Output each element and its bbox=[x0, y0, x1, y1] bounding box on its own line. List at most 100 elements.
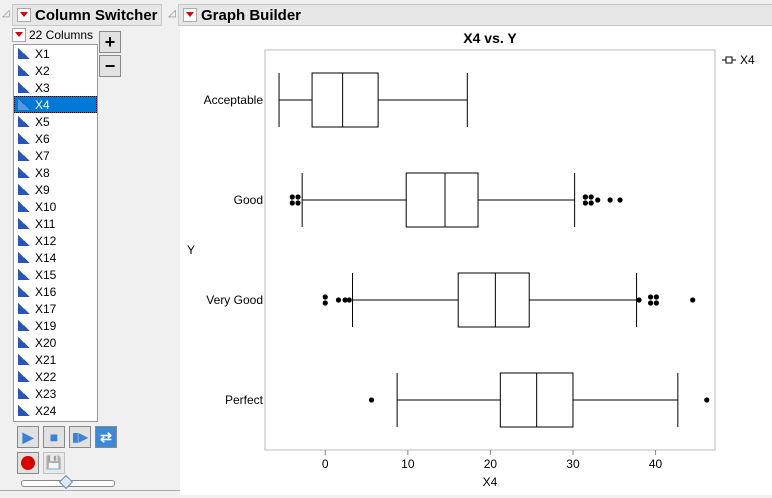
column-item-x3[interactable]: X3 bbox=[14, 79, 97, 96]
x-tick-label: 20 bbox=[484, 457, 498, 471]
graph-builder-header: Graph Builder bbox=[178, 4, 772, 26]
red-triangle-menu-icon[interactable] bbox=[17, 8, 31, 22]
chart-title: X4 vs. Y bbox=[463, 30, 517, 46]
outlier-point bbox=[704, 397, 710, 403]
column-item-x1[interactable]: X1 bbox=[14, 45, 97, 62]
continuous-column-icon bbox=[18, 320, 30, 331]
column-label: X9 bbox=[35, 182, 50, 197]
column-label: X15 bbox=[35, 267, 57, 282]
column-item-x15[interactable]: X15 bbox=[14, 266, 97, 283]
continuous-column-icon bbox=[18, 303, 30, 314]
outlier-point bbox=[289, 194, 295, 200]
column-switcher-title: Column Switcher bbox=[35, 6, 158, 24]
add-column-button[interactable]: + bbox=[99, 31, 121, 53]
outlier-point bbox=[295, 194, 301, 200]
outlier-point bbox=[690, 297, 696, 303]
column-item-x24[interactable]: X24 bbox=[14, 402, 97, 419]
column-label: X12 bbox=[35, 233, 57, 248]
loop-button[interactable]: ⇄ bbox=[95, 426, 117, 448]
outlier-point bbox=[647, 294, 654, 300]
column-item-x12[interactable]: X12 bbox=[14, 232, 97, 249]
continuous-column-icon bbox=[18, 388, 30, 399]
column-item-x16[interactable]: X16 bbox=[14, 283, 97, 300]
column-item-x4[interactable]: X4 bbox=[14, 96, 97, 113]
continuous-column-icon bbox=[18, 371, 30, 382]
outlier-point bbox=[322, 300, 328, 306]
outlier-point bbox=[582, 194, 588, 200]
column-item-x22[interactable]: X22 bbox=[14, 368, 97, 385]
record-button[interactable] bbox=[17, 452, 39, 474]
column-item-x19[interactable]: X19 bbox=[14, 317, 97, 334]
column-item-x5[interactable]: X5 bbox=[14, 113, 97, 130]
column-switcher-header: Column Switcher bbox=[12, 4, 162, 26]
outlier-point bbox=[368, 397, 375, 403]
column-item-x17[interactable]: X17 bbox=[14, 300, 97, 317]
play-button[interactable]: ▶ bbox=[17, 426, 39, 448]
column-item-x20[interactable]: X20 bbox=[14, 334, 97, 351]
column-item-x23[interactable]: X23 bbox=[14, 385, 97, 402]
red-triangle-menu-icon[interactable] bbox=[183, 8, 197, 22]
columns-count[interactable]: 22 Columns bbox=[12, 28, 93, 42]
y-axis-label: Y bbox=[187, 243, 195, 257]
continuous-column-icon bbox=[18, 405, 30, 416]
continuous-column-icon bbox=[18, 82, 30, 93]
outlier-point bbox=[617, 197, 623, 203]
remove-column-button[interactable]: − bbox=[99, 55, 121, 77]
continuous-column-icon bbox=[18, 99, 30, 110]
plot-frame bbox=[264, 49, 716, 451]
x-tick-label: 0 bbox=[322, 457, 329, 471]
outlier-point bbox=[647, 300, 654, 306]
column-item-x9[interactable]: X9 bbox=[14, 181, 97, 198]
column-label: X16 bbox=[35, 284, 57, 299]
column-item-x8[interactable]: X8 bbox=[14, 164, 97, 181]
stop-button[interactable]: ■ bbox=[43, 426, 65, 448]
step-button[interactable]: ▮▶ bbox=[69, 426, 91, 448]
column-label: X1 bbox=[35, 46, 50, 61]
save-button[interactable]: 💾 bbox=[43, 452, 65, 474]
graph-builder-title: Graph Builder bbox=[201, 6, 302, 24]
column-label: X20 bbox=[35, 335, 57, 350]
outlier-point bbox=[588, 200, 594, 206]
outlier-point bbox=[582, 200, 588, 206]
record-icon bbox=[21, 456, 35, 470]
column-label: X11 bbox=[35, 216, 56, 231]
outlier-point bbox=[653, 300, 659, 306]
column-label: X14 bbox=[35, 250, 57, 265]
category-label: Very Good bbox=[206, 293, 263, 307]
column-item-x21[interactable]: X21 bbox=[14, 351, 97, 368]
continuous-column-icon bbox=[18, 201, 30, 212]
continuous-column-icon bbox=[18, 184, 30, 195]
column-label: X3 bbox=[35, 80, 50, 95]
red-triangle-menu-icon[interactable] bbox=[12, 28, 26, 42]
legend-box-icon bbox=[725, 56, 733, 64]
disclosure-icon[interactable]: ◿ bbox=[2, 8, 10, 19]
continuous-column-icon bbox=[18, 65, 30, 76]
x-tick-label: 30 bbox=[566, 457, 580, 471]
column-item-x6[interactable]: X6 bbox=[14, 130, 97, 147]
box bbox=[457, 272, 530, 328]
category-label: Good bbox=[234, 193, 263, 207]
continuous-column-icon bbox=[18, 269, 30, 280]
column-item-x14[interactable]: X14 bbox=[14, 249, 97, 266]
column-label: X7 bbox=[35, 148, 50, 163]
column-item-x11[interactable]: X11 bbox=[14, 215, 97, 232]
x-tick-label: 40 bbox=[649, 457, 663, 471]
column-item-x10[interactable]: X10 bbox=[14, 198, 97, 215]
column-label: X8 bbox=[35, 165, 50, 180]
outlier-point bbox=[588, 194, 594, 200]
column-label: X4 bbox=[35, 97, 50, 112]
disclosure-icon[interactable]: ◿ bbox=[168, 8, 176, 19]
outlier-point bbox=[607, 197, 613, 203]
box bbox=[405, 172, 479, 228]
continuous-column-icon bbox=[18, 354, 30, 365]
outlier-point bbox=[295, 200, 301, 206]
column-item-x7[interactable]: X7 bbox=[14, 147, 97, 164]
column-item-x2[interactable]: X2 bbox=[14, 62, 97, 79]
continuous-column-icon bbox=[18, 337, 30, 348]
legend-label: X4 bbox=[740, 53, 755, 67]
column-label: X19 bbox=[35, 318, 57, 333]
outlier-point bbox=[335, 297, 342, 303]
